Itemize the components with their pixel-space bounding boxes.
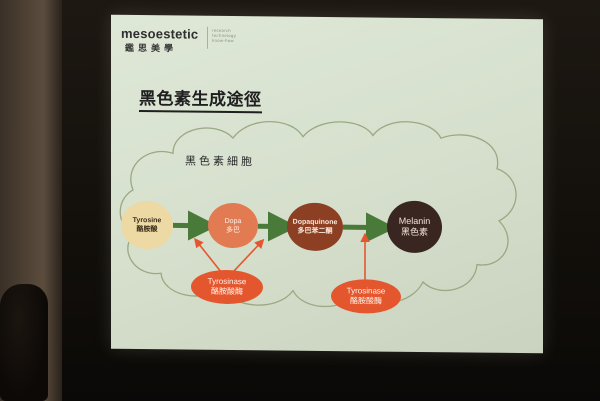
- enzyme-label-en: Tyrosinase: [346, 286, 386, 296]
- audience-hand-silhouette: [0, 284, 48, 401]
- node-label-en: Dopa: [224, 217, 242, 225]
- node-label-en: Tyrosine: [132, 216, 162, 225]
- enzyme-label-cn: 酪胺酸酶: [350, 296, 382, 306]
- presentation-slide: mesoestetic 鑑思美學 research technology kno…: [111, 14, 543, 354]
- enzyme-label-cn: 酪胺酸酶: [211, 286, 243, 297]
- enzyme-label-en: Tyrosinase: [207, 276, 247, 287]
- node-tyrosine: Tyrosine 酪胺酸: [121, 200, 173, 250]
- melanocyte-cloud-icon: [119, 120, 517, 308]
- enzyme-tyrosinase-2: Tyrosinase 酪胺酸酶: [331, 279, 401, 314]
- node-melanin: Melanin 黑色素: [387, 200, 442, 254]
- enzyme-tyrosinase-1: Tyrosinase 酪胺酸酶: [191, 269, 263, 305]
- melanocyte-label: 黑色素細胞: [185, 154, 255, 169]
- node-label-cn: 多巴苯二酮: [297, 227, 333, 236]
- node-dopa: Dopa 多巴: [208, 202, 258, 249]
- node-label-en: Dopaquinone: [292, 218, 338, 227]
- node-label-cn: 黑色素: [400, 226, 428, 238]
- node-dopaquinone: Dopaquinone 多巴苯二酮: [287, 202, 343, 252]
- node-label-en: Melanin: [398, 215, 431, 227]
- node-label-cn: 多巴: [226, 226, 240, 234]
- node-label-cn: 酪胺酸: [136, 226, 158, 234]
